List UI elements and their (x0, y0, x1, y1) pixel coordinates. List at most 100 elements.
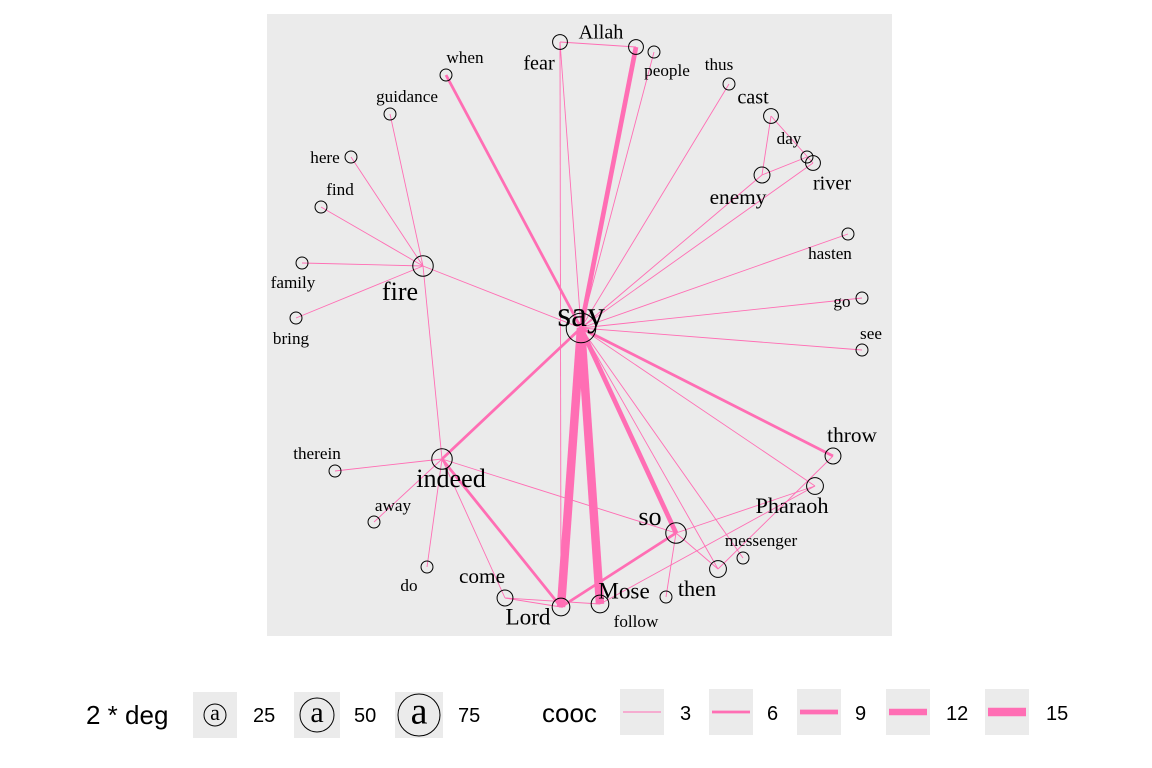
edge-say-river (580, 162, 814, 329)
edge-say-allah (578, 46, 639, 329)
edge-say-people (580, 51, 655, 329)
node-messenger: messenger (725, 531, 797, 565)
edge-indeed-do (426, 458, 443, 568)
legend-size-glyph: a (411, 691, 428, 733)
node-pharaoh: Pharaoh (756, 477, 828, 518)
node-label-family: family (271, 273, 316, 292)
node-mose: Mose (590, 578, 650, 614)
edge-say-lord (556, 327, 586, 608)
node-label-find: find (326, 180, 354, 199)
node-circle-family (295, 256, 309, 270)
edge-layer (295, 41, 863, 609)
node-circle-say (565, 312, 597, 344)
node-circle-then (709, 560, 727, 578)
node-circle-do (420, 560, 434, 574)
node-label-throw: throw (827, 423, 877, 447)
edge-say-fire (422, 265, 582, 329)
node-when: when (439, 48, 484, 82)
node-allah: Allah (579, 22, 644, 55)
node-circle-guidance (383, 107, 397, 121)
node-enemy: enemy (710, 166, 771, 209)
edge-say-see (580, 327, 863, 351)
node-fear: fear (523, 34, 568, 75)
node-label-people: people (644, 61, 690, 80)
node-label-when: when (446, 48, 484, 67)
legend-width-title: cooc (542, 698, 597, 728)
edge-say-enemy (580, 174, 763, 329)
node-label-therein: therein (293, 444, 341, 463)
edge-fire-indeed (422, 265, 443, 460)
edge-so-lord (560, 531, 677, 609)
node-circle-mose (590, 594, 610, 614)
node-label-allah: Allah (579, 22, 624, 44)
legend-width-label: 15 (1046, 703, 1068, 725)
legend-key-bg (294, 692, 340, 738)
node-circle-lord (551, 597, 571, 617)
node-day: day (777, 129, 814, 164)
legend-size-label: 50 (354, 705, 376, 727)
node-label-day: day (777, 129, 802, 148)
edge-say-thus (580, 83, 730, 329)
node-circle-away (367, 515, 381, 529)
edge-say-go (580, 297, 863, 329)
node-so: so (638, 502, 687, 544)
node-family: family (271, 256, 316, 292)
node-label-river: river (813, 173, 851, 195)
edge-fire-find (320, 206, 424, 267)
edge-fear-lord (559, 41, 562, 608)
node-label-enemy: enemy (710, 185, 767, 209)
edge-come-mose (504, 597, 601, 605)
node-lord: Lord (505, 597, 571, 630)
edge-fire-guidance (389, 113, 424, 267)
legend-size-circle (397, 693, 441, 737)
edge-say-indeed (441, 326, 582, 461)
node-thus: thus (705, 55, 736, 91)
node-circle-enemy (753, 166, 771, 184)
node-label-mose: Mose (598, 578, 649, 604)
node-fire: fire (382, 255, 434, 306)
node-label-thus: thus (705, 55, 734, 74)
node-go: go (833, 291, 869, 311)
node-come: come (459, 564, 514, 607)
edge-say-when (444, 74, 583, 329)
edge-indeed-away (373, 458, 443, 523)
legend-width-label: 6 (767, 703, 778, 725)
node-circle-so (665, 522, 687, 544)
legend-width-item-9: 9 (797, 689, 866, 735)
node-do: do (400, 560, 434, 595)
node-label-follow: follow (614, 612, 659, 631)
node-guidance: guidance (376, 87, 438, 121)
node-here: here (310, 148, 358, 167)
node-hasten: hasten (808, 227, 855, 263)
node-throw: throw (824, 423, 877, 465)
node-label-come: come (459, 564, 505, 588)
edge-say-so (578, 327, 679, 534)
node-bring: bring (273, 311, 310, 348)
node-circle-hasten (841, 227, 855, 241)
node-circle-indeed (431, 448, 453, 470)
node-label-say: say (557, 294, 605, 334)
edge-indeed-therein (334, 458, 443, 472)
legend-width-item-6: 6 (709, 689, 778, 735)
node-circle-go (855, 291, 869, 305)
node-follow: follow (614, 590, 673, 631)
node-circle-thus (722, 77, 736, 91)
node-circle-come (496, 589, 514, 607)
legend-size-label: 25 (253, 705, 275, 727)
edge-say-pharaoh (580, 327, 816, 487)
legend-size-label: 75 (458, 705, 480, 727)
node-circle-therein (328, 464, 342, 478)
edge-say-hasten (580, 233, 849, 329)
node-then: then (678, 560, 727, 601)
edge-indeed-come (441, 458, 506, 599)
node-circle-pharaoh (806, 477, 824, 495)
edge-fire-bring (295, 265, 424, 319)
edge-say-then (580, 327, 719, 570)
node-label-bring: bring (273, 329, 310, 348)
node-circle-cast (763, 108, 779, 124)
node-circle-when (439, 68, 453, 82)
node-circle-throw (824, 447, 842, 465)
